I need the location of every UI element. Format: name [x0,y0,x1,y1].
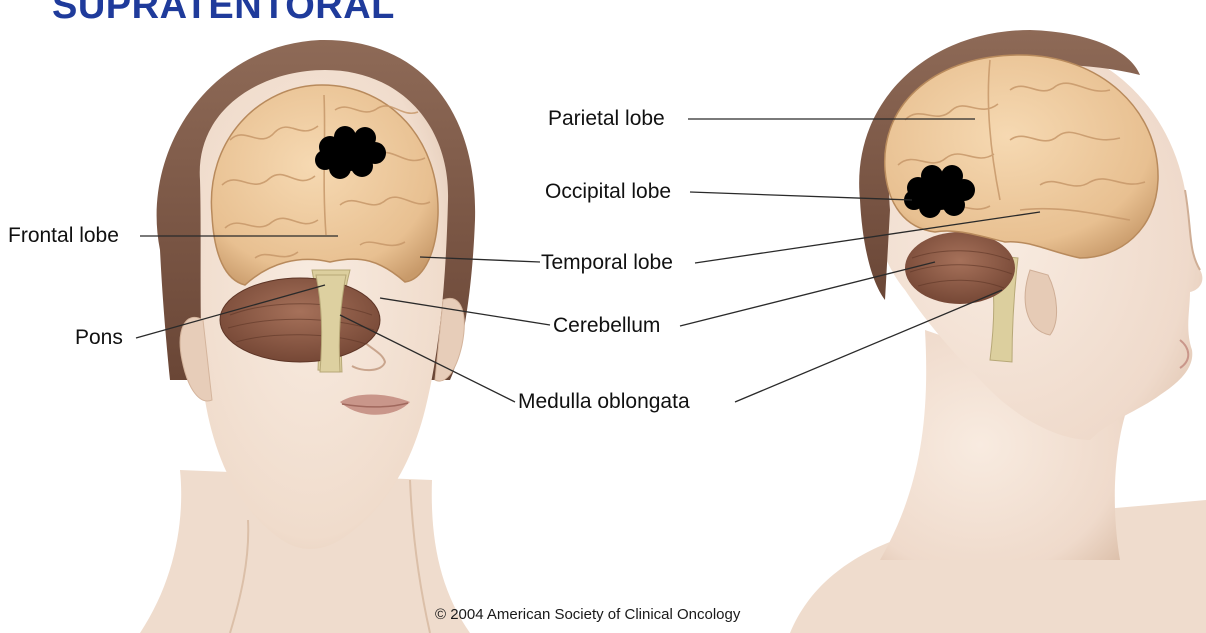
label-pons: Pons [75,326,123,350]
side-view-head [790,30,1206,633]
front-view-head [140,40,475,633]
label-medulla-oblongata: Medulla oblongata [518,390,690,414]
slide-title: SUPRATENTORAL [52,0,395,25]
copyright-notice: © 2004 American Society of Clinical Onco… [435,606,740,624]
label-parietal-lobe: Parietal lobe [548,107,665,131]
label-cerebellum: Cerebellum [553,314,660,338]
front-cerebellum [220,278,380,362]
label-occipital-lobe: Occipital lobe [545,180,671,204]
label-frontal-lobe: Frontal lobe [8,224,119,248]
side-cerebellum [905,232,1015,304]
leader-cerebellum-side [680,262,935,326]
label-temporal-lobe: Temporal lobe [541,251,673,275]
